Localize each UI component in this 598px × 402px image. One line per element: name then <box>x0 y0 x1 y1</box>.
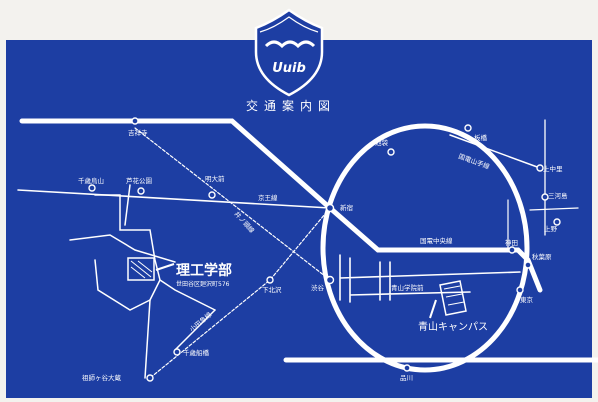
station-kichijoji: 吉祥寺 <box>128 128 148 137</box>
aoyama-campus-name: 青山キャンパス <box>418 320 488 333</box>
station-ueno: 上野 <box>544 224 558 233</box>
station-soshigaya-okura: 祖師ヶ谷大蔵 <box>82 373 122 382</box>
aoyama-campus-block <box>429 280 467 319</box>
aoyama-streets <box>339 254 521 303</box>
station-meidaimae: 明大前 <box>205 174 225 183</box>
station-markers <box>88 117 561 382</box>
station-mikawashima: 三河島 <box>548 191 568 200</box>
line-keio: 京王線 <box>258 193 278 202</box>
station-tokyo: 東京 <box>520 295 534 304</box>
station-chitose-funabashi: 千歳船橋 <box>183 348 210 357</box>
yamanote-loop <box>320 123 530 373</box>
line-kokuden-chuo: 国電中央線 <box>420 236 453 245</box>
mikawashima-branch <box>529 207 579 211</box>
rail-lines <box>17 118 598 379</box>
local-road-5 <box>159 279 216 311</box>
station-roka-koen: 芦花公園 <box>126 176 152 185</box>
local-road-4 <box>124 184 131 226</box>
station-shibuya: 渋谷 <box>311 283 325 292</box>
station-kami-nakazato: 上中里 <box>543 164 563 173</box>
station-kanda: 神田 <box>505 238 518 247</box>
yamanote-north-line <box>449 134 541 169</box>
local-road-6 <box>174 309 216 351</box>
university-crest: Uuib <box>254 8 324 97</box>
science-campus-address: 世田谷区廻沢町576 <box>176 280 230 288</box>
station-akihabara: 秋葉原 <box>532 252 552 261</box>
local-road-1 <box>94 194 161 379</box>
station-itabashi: 板橋 <box>474 133 488 142</box>
map-title: 交通案内図 <box>246 98 336 113</box>
local-road-3 <box>94 259 151 311</box>
station-shinagawa: 品川 <box>400 374 413 382</box>
science-campus-name: 理工学部 <box>176 262 232 279</box>
station-shinjuku: 新宿 <box>340 203 354 212</box>
station-ikebukuro: 池袋 <box>375 138 389 147</box>
odakyu-line <box>149 207 331 379</box>
science-campus-block <box>127 257 175 281</box>
crest-lettering: Uuib <box>272 61 306 76</box>
inokashira-line <box>134 127 331 281</box>
station-shimokitazawa: 下北沢 <box>262 285 282 294</box>
station-aoyama-gakuin-mae: 青山学院前 <box>391 283 424 292</box>
station-chitose-karasuyama: 千歳烏山 <box>78 176 104 185</box>
keio-line <box>17 189 331 209</box>
local-road-2 <box>69 234 176 263</box>
